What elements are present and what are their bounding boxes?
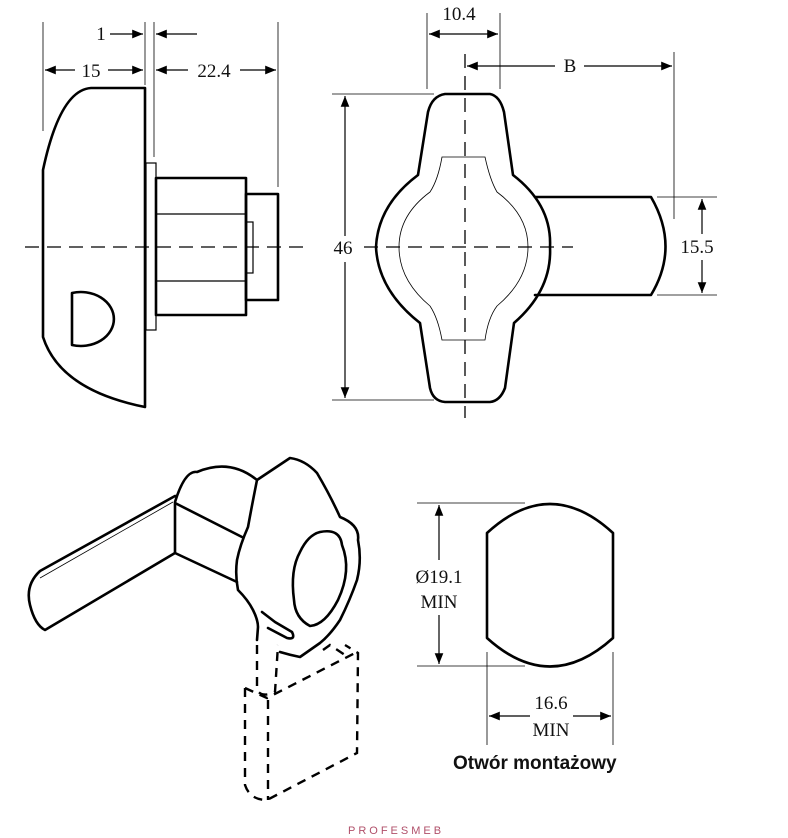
iso-cylinder [173,465,259,584]
dim-cylinder-label: 22.4 [197,61,231,82]
iso-knob [234,456,362,659]
iso-padlock [243,643,360,802]
dim-lever-width-label: 15.5 [680,237,713,258]
knob-outline [374,92,552,404]
dim-height-label: 46 [334,238,353,259]
lever-arm [533,195,667,297]
keyhole-icon [70,290,116,348]
mounting-hole-caption: Otwór montażowy [453,753,617,774]
side-view: 1 15 22.4 [25,22,303,409]
lock-body-side [41,86,147,409]
dim-diameter-note: MIN [421,592,458,613]
dim-hole-width-note: MIN [533,720,570,741]
dim-body-label: 15 [82,61,101,82]
hole-outline [485,502,615,668]
dim-width-label: 10.4 [442,4,476,25]
front-view: 10.4 B 46 15.5 [332,4,717,418]
dim-hole-width-label: 16.6 [534,693,567,714]
dim-lever-label: B [564,56,577,77]
watermark: PROFESMEB [348,825,445,837]
dim-diameter-label: Ø19.1 [416,567,463,588]
iso-lever [27,494,177,632]
dim-flange-label: 1 [96,24,106,45]
iso-knob-lobe [291,530,348,628]
mounting-hole: Ø19.1 MIN 16.6 MIN [416,502,615,745]
knob-inner [398,156,529,341]
isometric-view [27,456,362,802]
